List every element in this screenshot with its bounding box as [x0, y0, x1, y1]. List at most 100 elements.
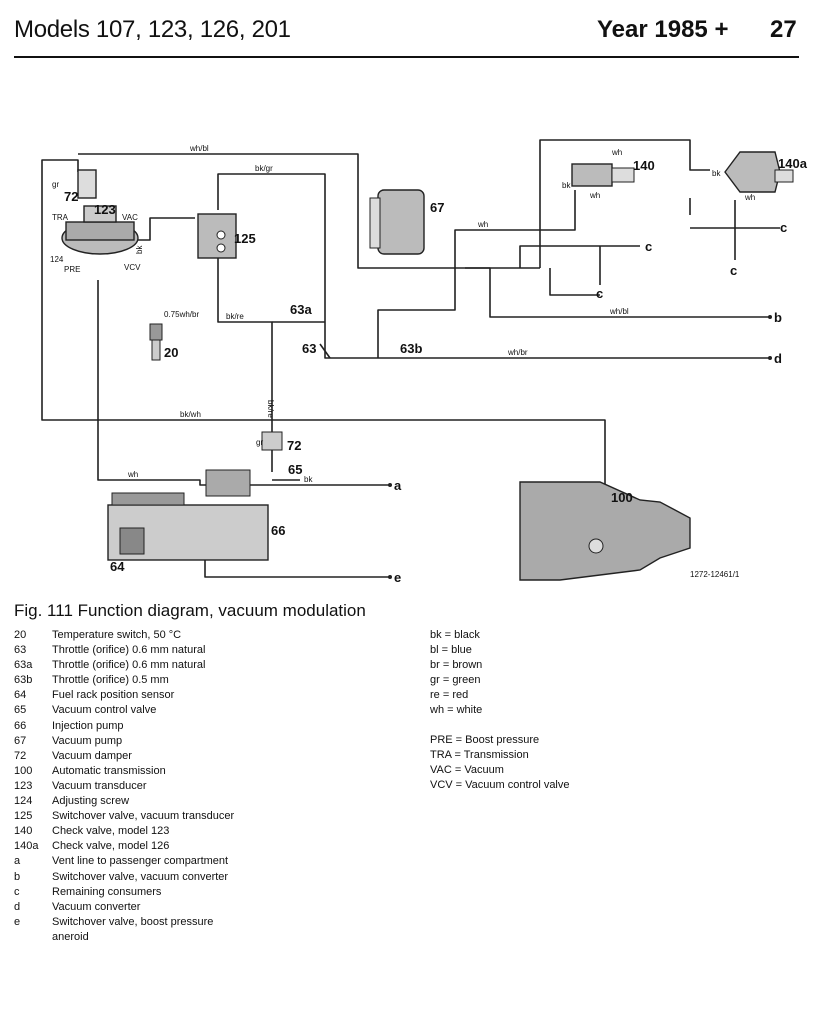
vacuum-damper-72	[261, 431, 283, 451]
component-labels: 72 123 125 20 63a 63 63b 67 140 140a 72 …	[64, 156, 808, 585]
legend-key: 67	[14, 734, 27, 747]
legend-item: 63b Throttle (orifice) 0.5 mm	[14, 673, 252, 688]
legend-key: 63a	[14, 659, 33, 672]
label-125: 125	[234, 231, 256, 246]
wire-whbl: wh/bl	[189, 144, 209, 153]
models-title: Models 107, 123, 126, 201	[14, 16, 291, 43]
legend-text: Throttle (orifice) 0.5 mm	[52, 674, 169, 687]
legend-key: 124	[14, 795, 33, 808]
legend-text: Temperature switch, 50 °C	[52, 629, 182, 641]
wire-bkgr: bk/gr	[255, 164, 273, 173]
legend-text: Remaining consumers	[52, 885, 162, 898]
label-124: 124	[50, 255, 64, 264]
switchover-valve-125	[197, 213, 237, 259]
legend-key: c	[14, 885, 20, 898]
label-67: 67	[430, 200, 444, 215]
legend-text: Check valve, model 126	[52, 840, 170, 853]
line-wh-a	[97, 280, 390, 486]
legend-text: Vacuum control valve	[52, 704, 157, 717]
legend-key: 65	[14, 704, 27, 717]
check-valve-140	[571, 163, 635, 187]
legend-text: Check valve, model 123	[52, 825, 170, 838]
label-tra: TRA	[52, 213, 69, 222]
legend-key: 123	[14, 779, 33, 792]
label-bk-140a: bk	[712, 169, 721, 178]
legend-item: 123 Vacuum transducer	[14, 779, 252, 794]
label-c4: c	[730, 263, 737, 278]
label-gr-top: gr	[52, 180, 59, 189]
label-72-top: 72	[64, 189, 78, 204]
legend-text: Adjusting screw	[52, 795, 130, 808]
wire-bkre2: bk/re	[266, 400, 275, 418]
label-72-mid: 72	[287, 438, 301, 453]
legend-key: b	[14, 870, 21, 883]
label-bk-140: bk	[562, 181, 571, 190]
year-title: Year 1985 +	[597, 16, 729, 43]
label-63b: 63b	[400, 341, 422, 356]
legend-item: e Switchover valve, boost pressure aneroi…	[14, 915, 252, 945]
label-123: 123	[94, 202, 116, 217]
legend-text: Vacuum damper	[52, 749, 132, 762]
color-code: bl = blue	[430, 644, 472, 657]
color-code: br = brown	[430, 659, 483, 672]
legend-text: Vacuum pump	[52, 734, 123, 747]
wire-bkre: bk/re	[226, 312, 244, 321]
injection-pump-66	[107, 469, 269, 561]
legend-key: d	[14, 900, 21, 913]
line-140-140a	[539, 139, 710, 268]
label-e: e	[394, 570, 401, 585]
label-140: 140	[633, 158, 655, 173]
abbreviation: TRA = Transmission	[430, 749, 529, 762]
legend-text: Vent line to passenger compartment	[52, 855, 229, 868]
page-number: 27	[770, 16, 797, 43]
legend-item: 124 Adjusting screw	[14, 794, 252, 809]
line-63	[319, 343, 331, 359]
legend-key: 140a	[14, 840, 39, 853]
label-140a: 140a	[778, 156, 808, 171]
color-code: gr = green	[430, 674, 481, 687]
label-wh-140b: wh	[589, 191, 600, 200]
label-ref: 1272-12461/1	[690, 570, 740, 579]
legend-item: 67 Vacuum pump	[14, 734, 252, 749]
line-bkgr	[217, 173, 770, 359]
line-whbl-top	[41, 159, 606, 510]
label-vcv: VCV	[124, 263, 141, 272]
label-c3: c	[780, 220, 787, 235]
label-075: 0.75wh/br	[164, 310, 199, 319]
line-c-stubs	[519, 245, 640, 296]
label-66: 66	[271, 523, 285, 538]
check-valve-140a	[724, 151, 794, 193]
legend-text: Switchover valve, boost pressure aneroid	[52, 915, 214, 943]
line-wh-mid	[377, 190, 576, 358]
line-to-b	[465, 267, 770, 318]
legend-key: 66	[14, 719, 27, 732]
legend-text: Vacuum transducer	[52, 779, 147, 792]
label-wh-140a: wh	[744, 193, 755, 202]
label-100: 100	[611, 490, 633, 505]
legend-key: 63b	[14, 674, 33, 687]
legend-key: 100	[14, 764, 33, 777]
legend-key: 64	[14, 689, 27, 702]
wire-wh-mid: wh	[477, 220, 488, 229]
small-labels: gr TRA VAC 124 PRE VCV 0.75wh/br wh bk w…	[50, 144, 755, 579]
label-a: a	[394, 478, 402, 493]
label-b: b	[774, 310, 782, 325]
legend-key: e	[14, 915, 21, 928]
line-125-down	[217, 258, 273, 430]
figure-title: Fig. 111 Function diagram, vacuum modula…	[14, 601, 366, 620]
wire-bk1: bk	[135, 245, 144, 254]
wire-bk-bot: bk	[304, 475, 313, 484]
legend-item: 65 Vacuum control valve	[14, 703, 252, 718]
wire-bkwh: bk/wh	[180, 410, 201, 419]
